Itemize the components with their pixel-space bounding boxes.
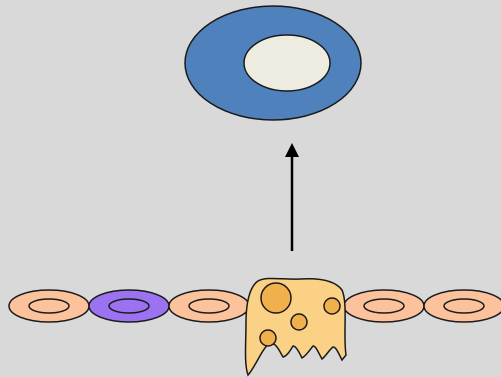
row-cell-1 [9,290,89,322]
row-cell-3 [169,290,249,322]
target-cell [185,6,361,120]
row-cell-nucleus [364,299,404,313]
row-cell-nucleus [189,299,229,313]
row-cell-nucleus [109,299,149,313]
granule [324,298,340,314]
row-cell-nucleus [29,299,69,313]
row-cell-6 [424,290,501,322]
granule [260,330,276,346]
row-cell-nucleus [444,299,484,313]
target-cell-nucleus [244,35,330,91]
granule [291,314,307,330]
granule [261,283,291,313]
row-cell-5 [344,290,424,322]
row-cell-2 [89,290,169,322]
